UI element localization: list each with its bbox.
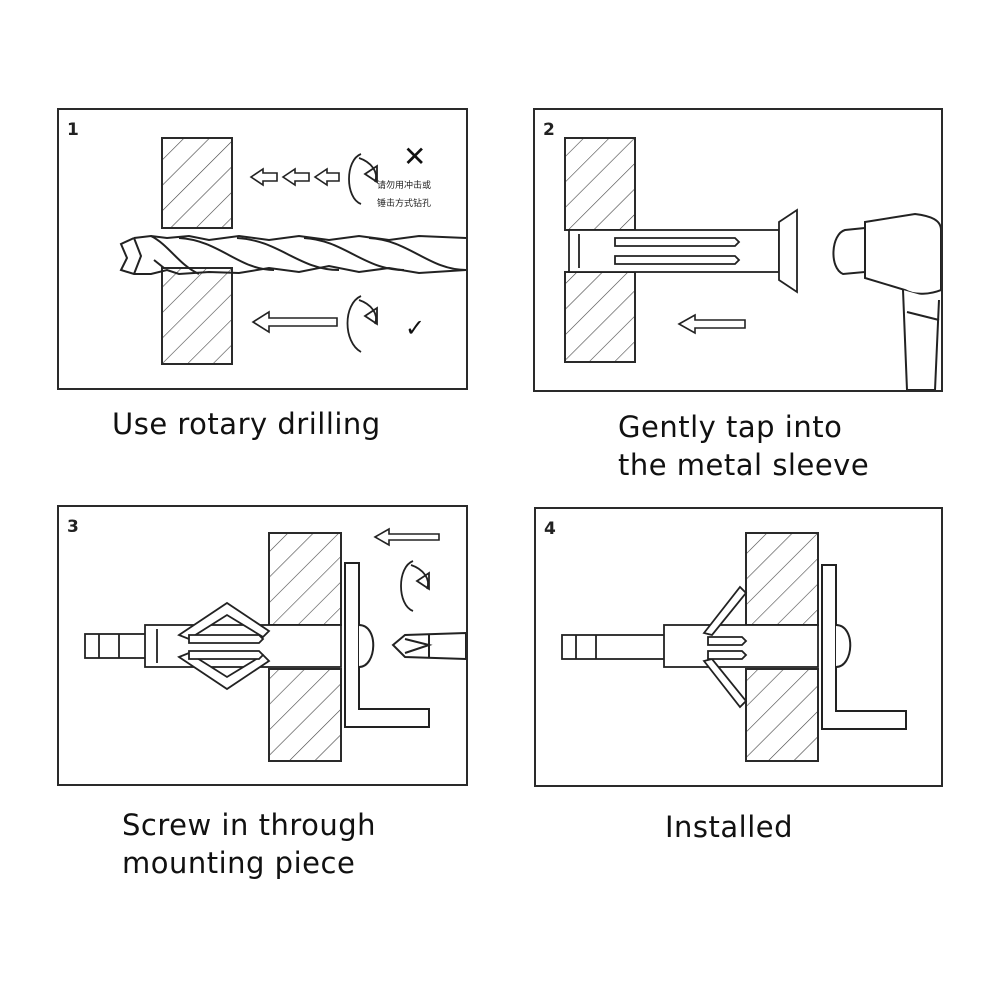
rotation-icon <box>400 560 430 612</box>
step-1-caption-text: Use rotary drilling <box>112 407 381 441</box>
wall-upper <box>564 137 636 231</box>
step-3-number: 3 <box>67 517 79 537</box>
screw-rod-icon <box>561 624 819 668</box>
warning-text-line1: 请勿用冲击或 <box>377 179 431 191</box>
step-4-drawing <box>561 532 907 762</box>
warning-text-line2: 锤击方式钻孔 <box>377 197 431 209</box>
step-3-panel: 3 <box>57 505 468 786</box>
step-3-drawing <box>84 527 466 762</box>
cross-mark: ✕ <box>403 140 426 173</box>
anchor-wings-icon <box>702 585 748 709</box>
step-1-drawing: ✕ 请勿用冲击或 锤击方式钻孔 ✓ <box>119 137 466 365</box>
step-3-caption: Screw in through mounting piece <box>122 806 376 882</box>
screw-head-icon <box>835 624 852 668</box>
step-4-panel: 4 <box>534 507 943 787</box>
step-2-drawing <box>564 137 941 390</box>
anchor-wings-icon <box>177 601 271 691</box>
step-2-panel: 2 <box>533 108 943 392</box>
wall-lower <box>161 267 233 365</box>
wall-lower <box>745 668 819 762</box>
step-2-number: 2 <box>543 120 555 140</box>
step-4-caption-text: Installed <box>665 810 794 844</box>
screw-rod-icon <box>84 624 342 668</box>
rotation-icon-bottom <box>346 295 378 353</box>
drill-bit-icon <box>119 234 466 276</box>
push-arrow-icon <box>373 527 440 547</box>
wall-upper <box>745 532 819 626</box>
screw-head-icon <box>358 624 375 668</box>
step-3-caption-line2: mounting piece <box>122 846 356 880</box>
step-2-caption-line1: Gently tap into <box>618 410 843 444</box>
step-1-number: 1 <box>67 120 79 140</box>
step-1-panel: 1 ✕ 请勿用冲击或 锤击方式钻孔 <box>57 108 468 390</box>
rotation-icon-top <box>348 153 378 205</box>
step-1-caption: Use rotary drilling <box>112 405 381 443</box>
step-2-caption: Gently tap into the metal sleeve <box>618 408 869 484</box>
wall-lower <box>564 271 636 363</box>
step-2-caption-line2: the metal sleeve <box>618 448 870 482</box>
hammer-direction-arrows-icon <box>249 167 340 187</box>
push-arrow-icon <box>251 310 338 334</box>
wall-upper <box>161 137 233 229</box>
push-arrow-icon <box>677 313 746 335</box>
check-mark: ✓ <box>405 314 425 342</box>
step-3-caption-line1: Screw in through <box>122 808 377 842</box>
mounting-bracket-icon <box>821 564 907 730</box>
mounting-bracket-icon <box>344 562 430 728</box>
anchor-sleeve-icon <box>568 208 798 294</box>
hammer-icon <box>832 212 941 390</box>
wall-lower <box>268 668 342 762</box>
wall-upper <box>268 532 342 626</box>
screwdriver-icon <box>391 631 466 661</box>
step-4-number: 4 <box>544 519 556 539</box>
step-4-caption: Installed <box>665 808 793 846</box>
